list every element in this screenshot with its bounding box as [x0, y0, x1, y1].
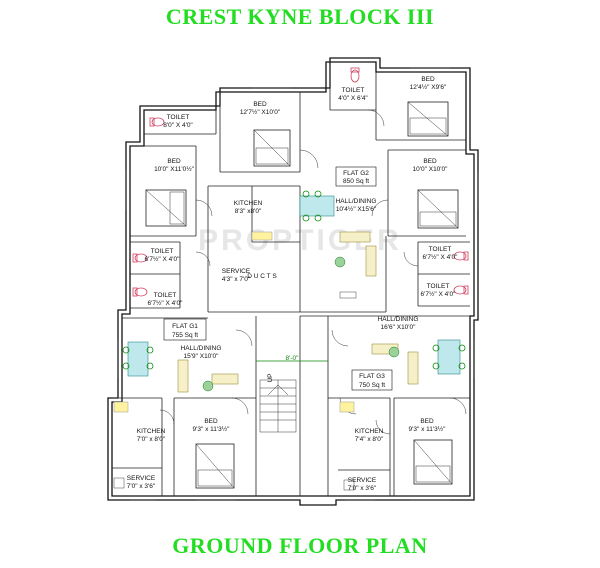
plant-icon [334, 256, 346, 268]
room-size: 16'6" X10'0" [381, 324, 417, 331]
room-name: HALL/DINING [378, 316, 419, 323]
flat-g2-label: FLAT G2 850 Sq ft [335, 166, 377, 187]
room-size: 12'7½" X10'0" [240, 108, 281, 116]
room-name: SERVICE [127, 475, 156, 482]
room-name: TOILET [342, 87, 365, 94]
flat-area: 850 Sq ft [343, 178, 369, 185]
room-name: TOILET [154, 292, 177, 299]
room-name: BED [167, 158, 181, 165]
sofa-icon [339, 231, 377, 277]
room-name: BED [253, 101, 267, 108]
room-name: SERVICE [348, 477, 377, 484]
flat-name: FLAT G3 [359, 373, 385, 380]
room-name: KITCHEN [355, 428, 384, 435]
room-name: TOILET [167, 114, 190, 121]
bed-icon [145, 189, 187, 227]
room-name: BED [420, 418, 434, 425]
staircase [256, 360, 328, 433]
room-size: 12'4½" X9'6" [410, 83, 447, 91]
flat-name: FLAT G2 [343, 170, 369, 177]
windows [117, 67, 479, 501]
room-size: 6'7½" X 4'0" [145, 255, 181, 263]
room-labels: TOILET 8'0" X 4'0" BED 12'7½" X10'0" TOI… [127, 76, 458, 492]
room-size: 10'0" X10'0" [413, 166, 449, 173]
room-size: 7'0" x 3'6" [348, 485, 377, 492]
flat-area: 750 Sq ft [359, 382, 385, 389]
room-size: 10'4½" X15'6" [336, 205, 377, 213]
room-name: TOILET [427, 283, 450, 290]
room-name: HALL/DINING [336, 198, 377, 205]
flat-area: 755 Sq ft [172, 332, 198, 339]
dining-table-icon [122, 341, 154, 377]
room-size: 8'3" x8'0" [235, 208, 262, 215]
room-size: 6'7½" X 4'0" [423, 253, 459, 261]
flat-labels: FLAT G2 850 Sq ft FLAT G1 755 Sq ft FLAT… [163, 166, 393, 391]
wc-icon [132, 287, 148, 297]
wc-icon [453, 251, 469, 261]
flat-name: FLAT G1 [172, 323, 198, 330]
room-size: 7'0" x 8'0" [137, 436, 166, 443]
sofa-icon [177, 359, 239, 393]
room-size: 9'3" x 11'3½" [193, 425, 231, 433]
kitchen-counter-icon [113, 231, 355, 413]
room-size: 8'0" X 4'0" [163, 122, 193, 129]
plan-title: GROUND FLOOR PLAN [172, 533, 428, 558]
bed-icons [145, 101, 459, 489]
room-name: BED [423, 158, 437, 165]
bed-icon [413, 439, 453, 485]
stair-up-label: UP [267, 373, 274, 382]
room-name: TOILET [429, 246, 452, 253]
wc-icon [350, 67, 360, 83]
outer-walls [107, 57, 479, 506]
room-name: HALL/DINING [181, 345, 222, 352]
room-name: BED [204, 418, 218, 425]
dining-table-icon [299, 190, 335, 222]
washbasin-icon [113, 291, 357, 491]
toilet-fixtures [132, 67, 469, 297]
flat-g1-label: FLAT G1 755 Sq ft [163, 318, 207, 341]
wc-icon [132, 253, 148, 263]
wc-icon [149, 117, 165, 127]
room-size: 6'7½" X 4'0" [148, 299, 184, 307]
furniture [113, 190, 466, 491]
wc-icon [453, 285, 469, 295]
dining-table-icon [432, 339, 466, 375]
bed-icon [253, 129, 291, 167]
plant-icon [202, 380, 214, 392]
flat-g3-label: FLAT G3 750 Sq ft [351, 369, 393, 391]
room-size: 7'4" x 8'0" [355, 436, 384, 443]
room-name: KITCHEN [137, 428, 166, 435]
duct-label: D U C T S [247, 273, 277, 280]
page-title: CREST KYNE BLOCK III [165, 4, 435, 29]
room-size: 4'0" X 6'4" [338, 95, 368, 102]
room-name: TOILET [151, 248, 174, 255]
room-name: BED [421, 76, 435, 83]
room-size: 6'7½" X 4'0" [421, 290, 457, 298]
room-size: 10'0" X11'0½" [154, 165, 195, 173]
room-size: 7'0" x 3'6" [127, 483, 156, 490]
room-size: 9'3" x 11'3½" [409, 425, 447, 433]
bed-icon [195, 443, 235, 489]
bed-icon [417, 189, 459, 229]
room-name: KITCHEN [234, 200, 263, 207]
room-name: SERVICE [222, 268, 251, 275]
stair-width-dimension: 8'-0" [286, 355, 300, 362]
room-size: 15'9" X10'0" [184, 353, 220, 360]
internal-walls [112, 62, 470, 496]
bed-icon [407, 101, 449, 137]
room-size: 4'3" x 7'0" [222, 276, 251, 283]
plant-icon [388, 346, 400, 358]
